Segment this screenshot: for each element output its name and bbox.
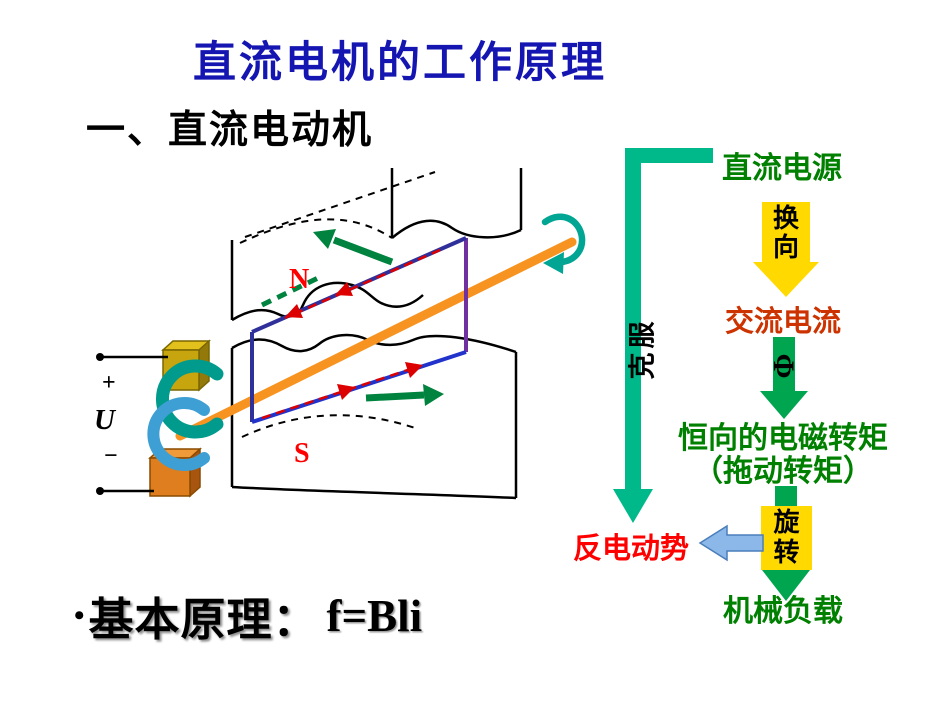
force-top-head [313,229,336,249]
terminal-dot-top [96,353,104,361]
flow-flux-arrow [760,337,808,419]
rotation-char-2: 转 [773,538,800,567]
principle-label: 基本原理： [88,595,319,645]
flow-ac-current-label: 交流电流 [724,306,842,338]
commutation-char-2: 向 [772,233,799,262]
principle-formula: f=Bli [326,590,423,641]
commutator-ring-teal [155,359,224,439]
force-arrows [260,229,444,406]
flow-flux-label: Φ [767,353,800,379]
terminal-plus-label: + [102,370,116,396]
flow-mech-load-label: 机械负载 [723,595,843,628]
flow-rotation-arrowhead [762,570,810,601]
stator-poles [230,168,523,500]
current-arrows [261,248,441,420]
s-pole-bottom-edge [231,485,517,500]
flow-flux-arrowhead [760,391,808,419]
flow-main-bar [625,148,713,491]
flow-commutation-label: 换 向 [762,204,810,262]
flow-back-emf-label: 反电动势 [573,533,690,565]
n-pole-face-edge [231,281,424,322]
flow-main-arrow [613,148,713,523]
flow-commutation-box [762,202,810,262]
flow-rotation-box [761,506,812,570]
flow-backemf-arrow [698,524,764,562]
flow-dc-source-label: 直流电源 [722,152,842,185]
terminal-wires [96,353,168,495]
terminal-minus-label: − [104,443,118,469]
flow-commutation-arrowhead [753,262,819,297]
section-heading: 一、直流电动机 [86,109,374,152]
commutator-ring-blue [147,397,210,471]
principle-line: • 基本原理： f=Bli [74,583,422,648]
rotation-curl-head [543,252,564,274]
voltage-label: U [94,404,115,436]
s-pole-face-hidden [241,414,419,438]
s-pole-top-edge [231,333,517,354]
north-pole-label: N [289,264,310,295]
current-top-head1 [335,282,353,296]
flow-main-arrowhead [613,489,653,523]
force-bottom-head [423,384,444,406]
bullet-dot: • [74,598,85,632]
flow-torque-label-line1: 恒向的电磁转矩 [678,422,888,455]
flow-rotation-label: 旋 转 [761,508,812,568]
slide-title: 直流电机的工作原理 [193,40,607,87]
coil-bottom-conductor [251,350,467,424]
rotation-curl-path [541,213,586,266]
current-bottom-head1 [337,384,355,400]
force-bottom-line [365,391,425,402]
motor-shaft [175,237,577,441]
commutation-char-1: 换 [772,204,799,233]
current-top-head2 [285,304,303,318]
flow-overcome-label: 克服 [627,317,658,380]
rotation-curl-arrow [541,213,586,274]
force-top-line [332,236,394,266]
rotation-char-1: 旋 [773,508,800,537]
force-top-dash [260,275,320,308]
current-top-line [284,248,441,320]
flow-torque-label-line2: （拖动转矩） [693,455,873,488]
flow-commutation-shape [753,202,819,297]
current-bottom-head2 [405,362,423,378]
terminal-dot-bottom [96,487,104,495]
rear-pole-bottom-edge [391,219,522,239]
south-pole-label: S [294,438,310,469]
flow-flux-shaft [773,337,795,391]
